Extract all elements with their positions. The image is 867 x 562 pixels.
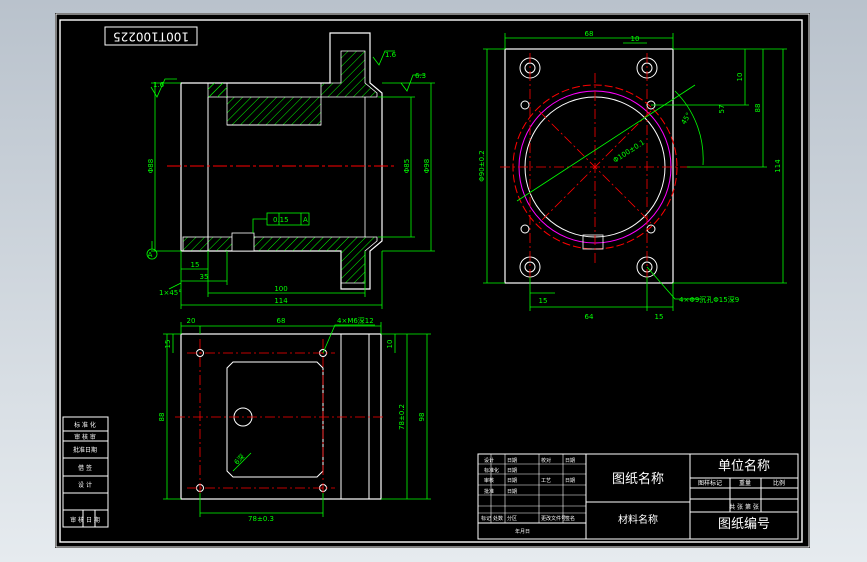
drawing-name: 图纸名称 [612, 471, 664, 487]
left-table-row-5: 设 计 [78, 481, 92, 489]
dim-height-mid: 88 [754, 104, 762, 113]
tb-cell: 工艺 [541, 478, 551, 484]
dim-inner-length: 100 [274, 285, 287, 293]
tb-cell: 年月日 [515, 528, 530, 535]
dim-top-offset: 15 [164, 340, 172, 349]
front-view-dimensions [146, 50, 435, 309]
left-table-row-4: 借 签 [78, 464, 92, 472]
tolerance-frame [266, 212, 310, 226]
tb-cell: 日期 [507, 489, 517, 495]
chamfer-note: 1×45° [159, 289, 182, 297]
left-table-row-2: 审 核 审 [74, 433, 96, 441]
unit-name: 单位名称 [718, 458, 770, 474]
dim-offset-left: 15 [539, 297, 548, 305]
material-name: 材料名称 [618, 513, 658, 526]
stage-label: 图样标记 [698, 479, 722, 487]
dim-hole-spacing: 64 [585, 313, 594, 321]
dim-top-height-right: 78±0.2 [398, 404, 406, 430]
dim-left-dia: Φ88 [147, 159, 155, 173]
dim-right-width: 68 [585, 30, 594, 38]
tb-cell: 更改文件号 [541, 515, 566, 522]
right-view-labels: 68 10 Φ90±0.2 114 88 10 57 64 15 15 Φ100… [478, 30, 782, 321]
dim-overall-length: 114 [274, 297, 288, 305]
roughness-2: 6.3 [415, 72, 426, 80]
dim-height-inner: 57 [718, 105, 726, 114]
front-section-view [167, 32, 395, 290]
weight-label: 重量 [739, 479, 751, 487]
left-table-row-1: 标 准 化 [74, 421, 96, 429]
dim-height-total: 114 [774, 159, 782, 173]
right-view [500, 48, 696, 284]
tb-cell: 日期 [507, 458, 517, 464]
title-block-text: 图纸名称 单位名称 材料名称 图纸编号 图样标记 重量 比例 共 张 第 张 设… [481, 457, 785, 535]
title-block [477, 453, 799, 540]
dim-datum: A [303, 216, 308, 224]
front-view-labels: Φ88 Φ85 Φ98 114 100 35 15 0.15 A A 1.6 6… [147, 51, 431, 305]
dim-angle: 45° [680, 111, 693, 126]
dim-right-ref: 10 [631, 35, 640, 43]
dim-mid-dia: Φ85 [403, 159, 411, 173]
top-view-labels: 20 68 88 15 78±0.2 98 10 78±0.3 4×M6深12 … [158, 316, 426, 523]
dim-right-dia: Φ98 [423, 159, 431, 173]
dim-top-width-main: 68 [277, 317, 286, 325]
dim-height-top: 10 [736, 73, 744, 82]
dim-top-width-left: 20 [187, 317, 196, 325]
drawing-number-stamp: 100T100225 [113, 30, 189, 44]
hole-note-top: 4×M6深12 [337, 316, 374, 325]
drawing-sheet: 100T100225 [55, 13, 810, 548]
left-table-row-3: 批准日期 [73, 446, 97, 454]
tb-cell: 批准 [484, 488, 494, 495]
hole-note-right: 4×Φ9沉孔Φ15深9 [679, 295, 739, 304]
dim-top-height: 88 [158, 413, 166, 422]
drawing-code: 图纸编号 [718, 517, 770, 532]
dim-top-bottom: 78±0.3 [248, 515, 274, 523]
left-table-row-6: 审 核 日 期 [70, 516, 100, 524]
tb-cell: 日期 [507, 468, 517, 474]
tb-cell: 标记 [481, 515, 491, 522]
dim-top-total-right: 98 [418, 413, 426, 422]
dim-offset-right: 15 [655, 313, 664, 321]
tb-cell: 校对 [541, 457, 551, 464]
dim-side: Φ90±0.2 [478, 150, 486, 181]
dim-shoulder: 15 [191, 261, 200, 269]
top-view [175, 333, 385, 500]
slot-note: 6深 [232, 452, 246, 466]
tb-cell: 日期 [565, 478, 575, 484]
datum-a-label: A [148, 251, 153, 259]
tb-cell: 签名 [565, 515, 575, 522]
tb-cell: 标准化 [484, 467, 499, 474]
tb-cell: 分区 [507, 515, 517, 522]
roughness-3: 1.6 [385, 51, 397, 59]
top-view-dimensions [163, 322, 431, 517]
dim-step-length: 35 [200, 273, 209, 281]
scale-label: 比例 [773, 479, 785, 487]
dim-top-right: 10 [386, 340, 394, 349]
left-table-labels: 标 准 化 审 核 审 批准日期 借 签 设 计 审 核 日 期 [70, 421, 100, 524]
inner-frame [59, 19, 803, 543]
roughness-1: 1.6 [153, 81, 165, 89]
tb-cell: 日期 [565, 458, 575, 464]
tb-cell: 设计 [484, 457, 494, 464]
cad-drawing: 100T100225 [55, 13, 810, 548]
tb-cell: 审核 [484, 477, 494, 484]
dim-tolerance: 0.15 [273, 216, 289, 224]
tb-cell: 日期 [507, 478, 517, 484]
dim-bolt-circle: Φ100±0.1 [612, 138, 646, 164]
outer-frame [55, 13, 810, 548]
left-table [62, 416, 109, 528]
sheet-label: 共 张 第 张 [729, 503, 759, 511]
tb-cell: 处数 [493, 515, 503, 522]
stamp-box [104, 26, 198, 46]
right-view-dimensions [483, 33, 787, 311]
